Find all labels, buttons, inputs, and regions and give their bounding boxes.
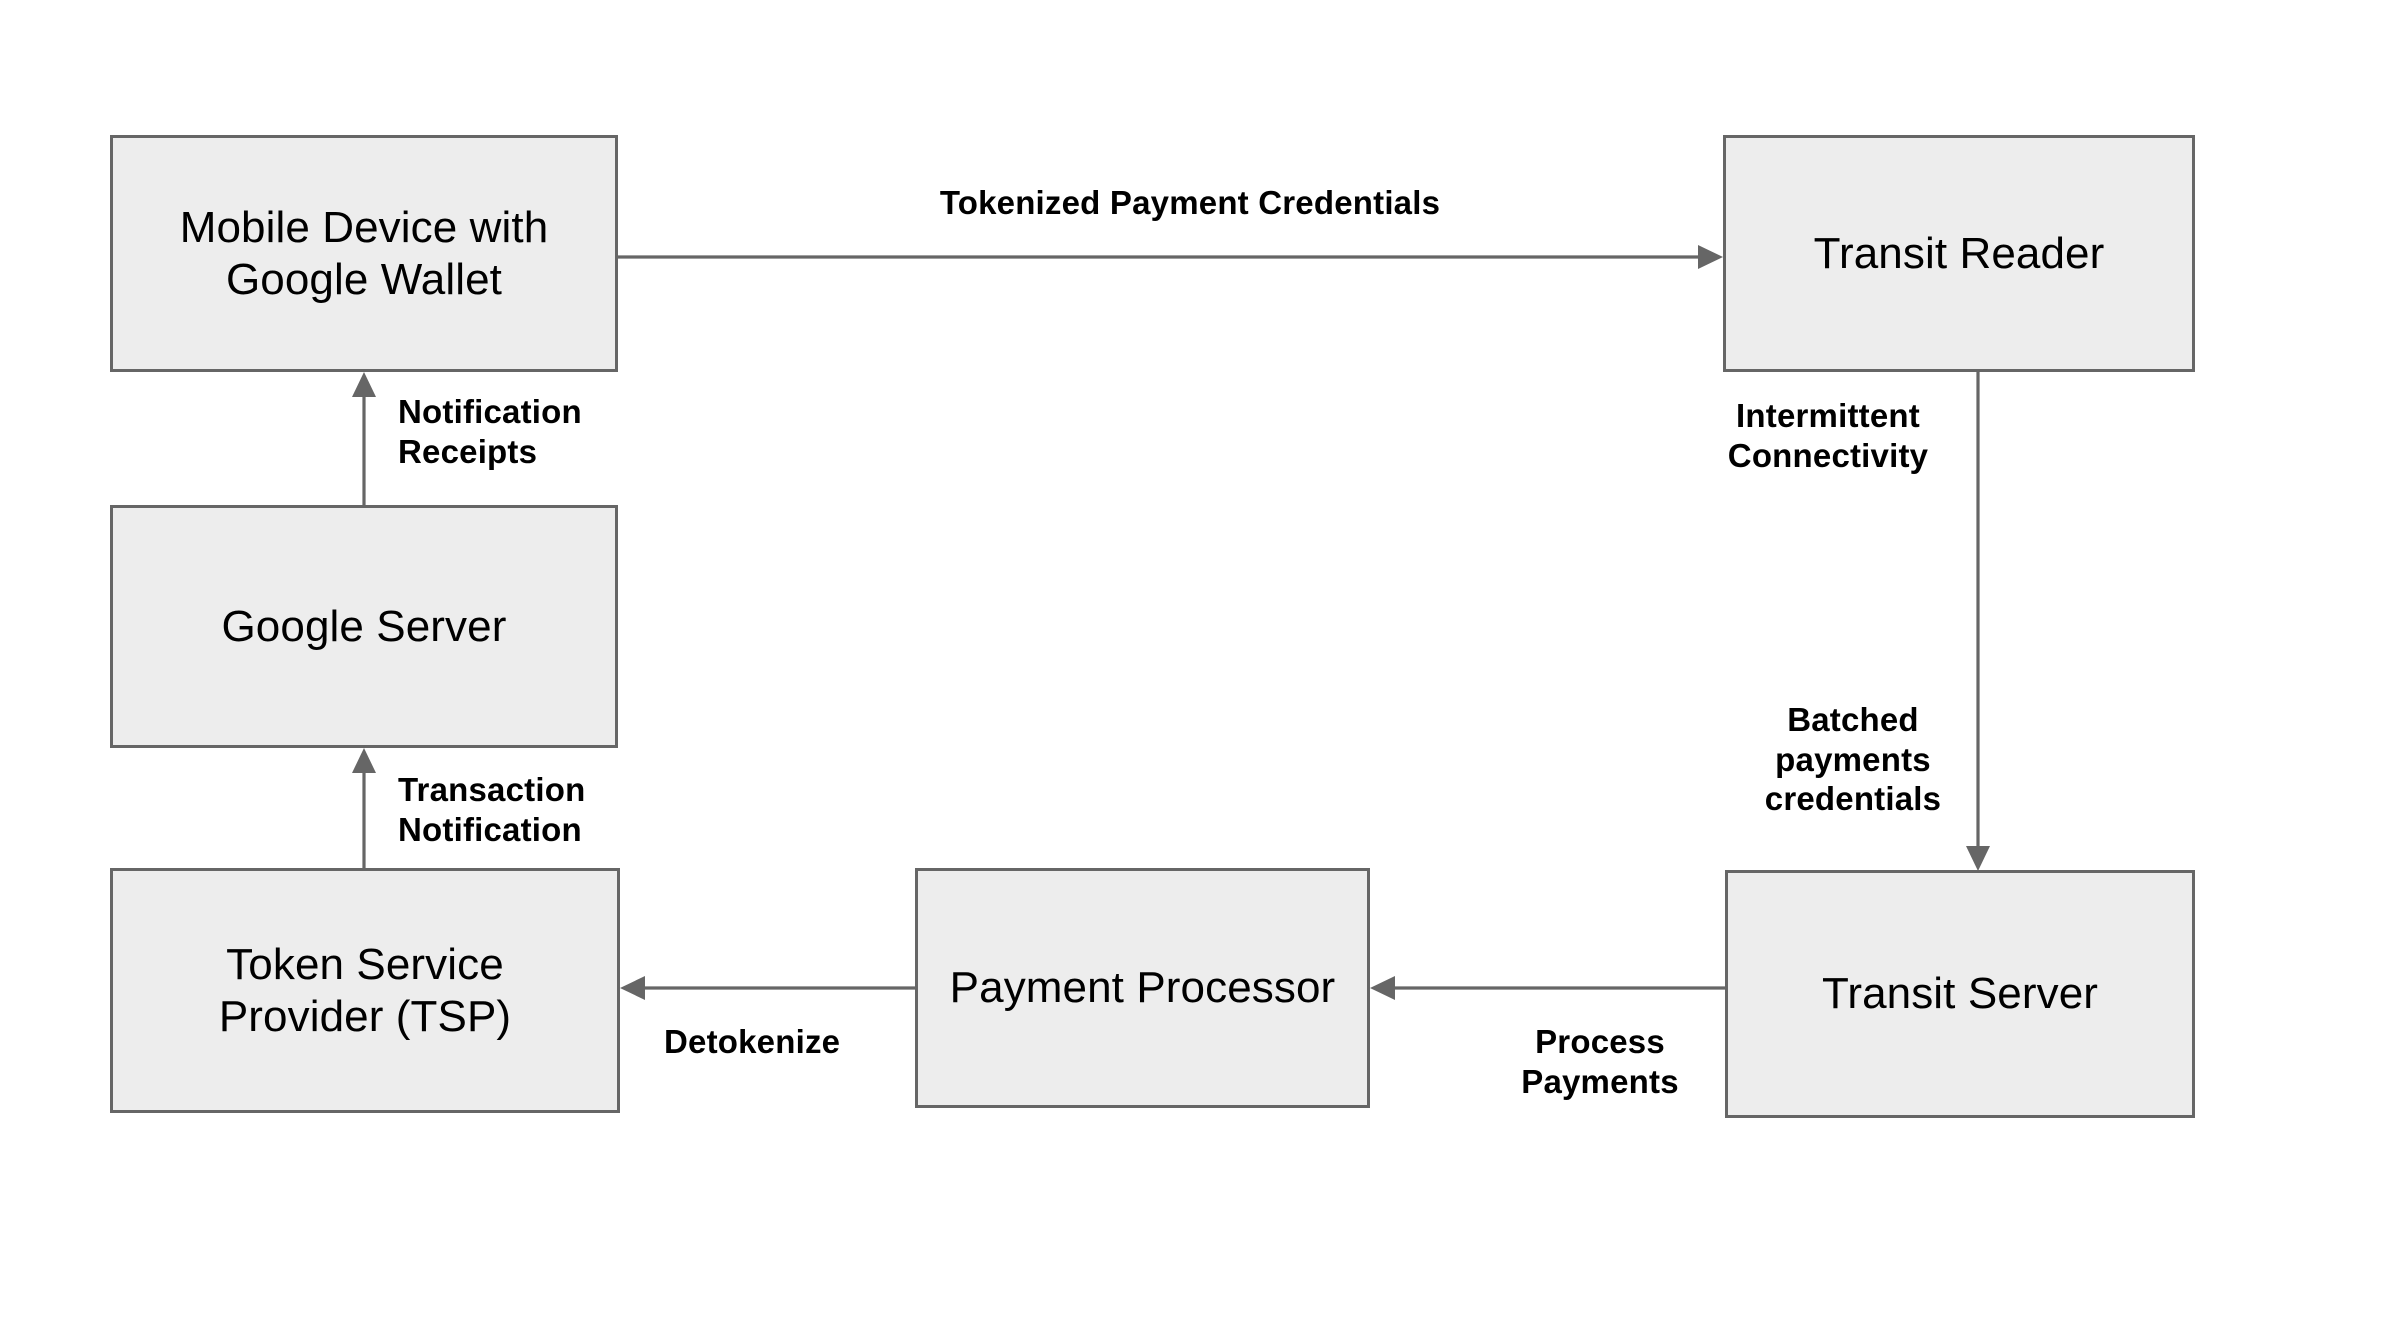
node-token-service-provider-label: Token Service Provider (TSP): [218, 940, 512, 1041]
node-token-service-provider[interactable]: Token Service Provider (TSP): [110, 868, 620, 1113]
node-mobile-device[interactable]: Mobile Device with Google Wallet: [110, 135, 618, 372]
edge-transit-server-to-processor: [1370, 976, 1725, 1000]
node-transit-server-label: Transit Server: [1821, 969, 2099, 1019]
edge-reader-to-transit-server: [1966, 372, 1990, 871]
node-transit-reader-label: Transit Reader: [1813, 228, 2105, 278]
node-google-server[interactable]: Google Server: [110, 505, 618, 748]
edge-label-process-payments: Process Payments: [1521, 1023, 1679, 1100]
edge-label-batched-payments-credentials: Batched payments credentials: [1764, 701, 1942, 818]
node-transit-server[interactable]: Transit Server: [1725, 870, 2195, 1118]
edge-label-tokenized-payment-credentials: Tokenized Payment Credentials: [939, 184, 1441, 221]
edge-processor-to-tsp: [620, 976, 915, 1000]
node-payment-processor[interactable]: Payment Processor: [915, 868, 1370, 1108]
edge-label-intermittent-connectivity: Intermittent Connectivity: [1727, 397, 1929, 474]
node-transit-reader[interactable]: Transit Reader: [1723, 135, 2195, 372]
edge-label-detokenize: Detokenize: [664, 1023, 841, 1060]
edge-tsp-to-google-server: [352, 748, 376, 868]
node-mobile-device-label: Mobile Device with Google Wallet: [179, 203, 549, 304]
edge-mobile-to-reader: [618, 245, 1723, 269]
edge-label-notification-receipts: Notification Receipts: [398, 393, 582, 470]
edge-google-server-to-mobile: [352, 372, 376, 505]
node-payment-processor-label: Payment Processor: [949, 963, 1336, 1013]
node-google-server-label: Google Server: [221, 601, 507, 651]
edge-label-transaction-notification: Transaction Notification: [398, 771, 586, 848]
